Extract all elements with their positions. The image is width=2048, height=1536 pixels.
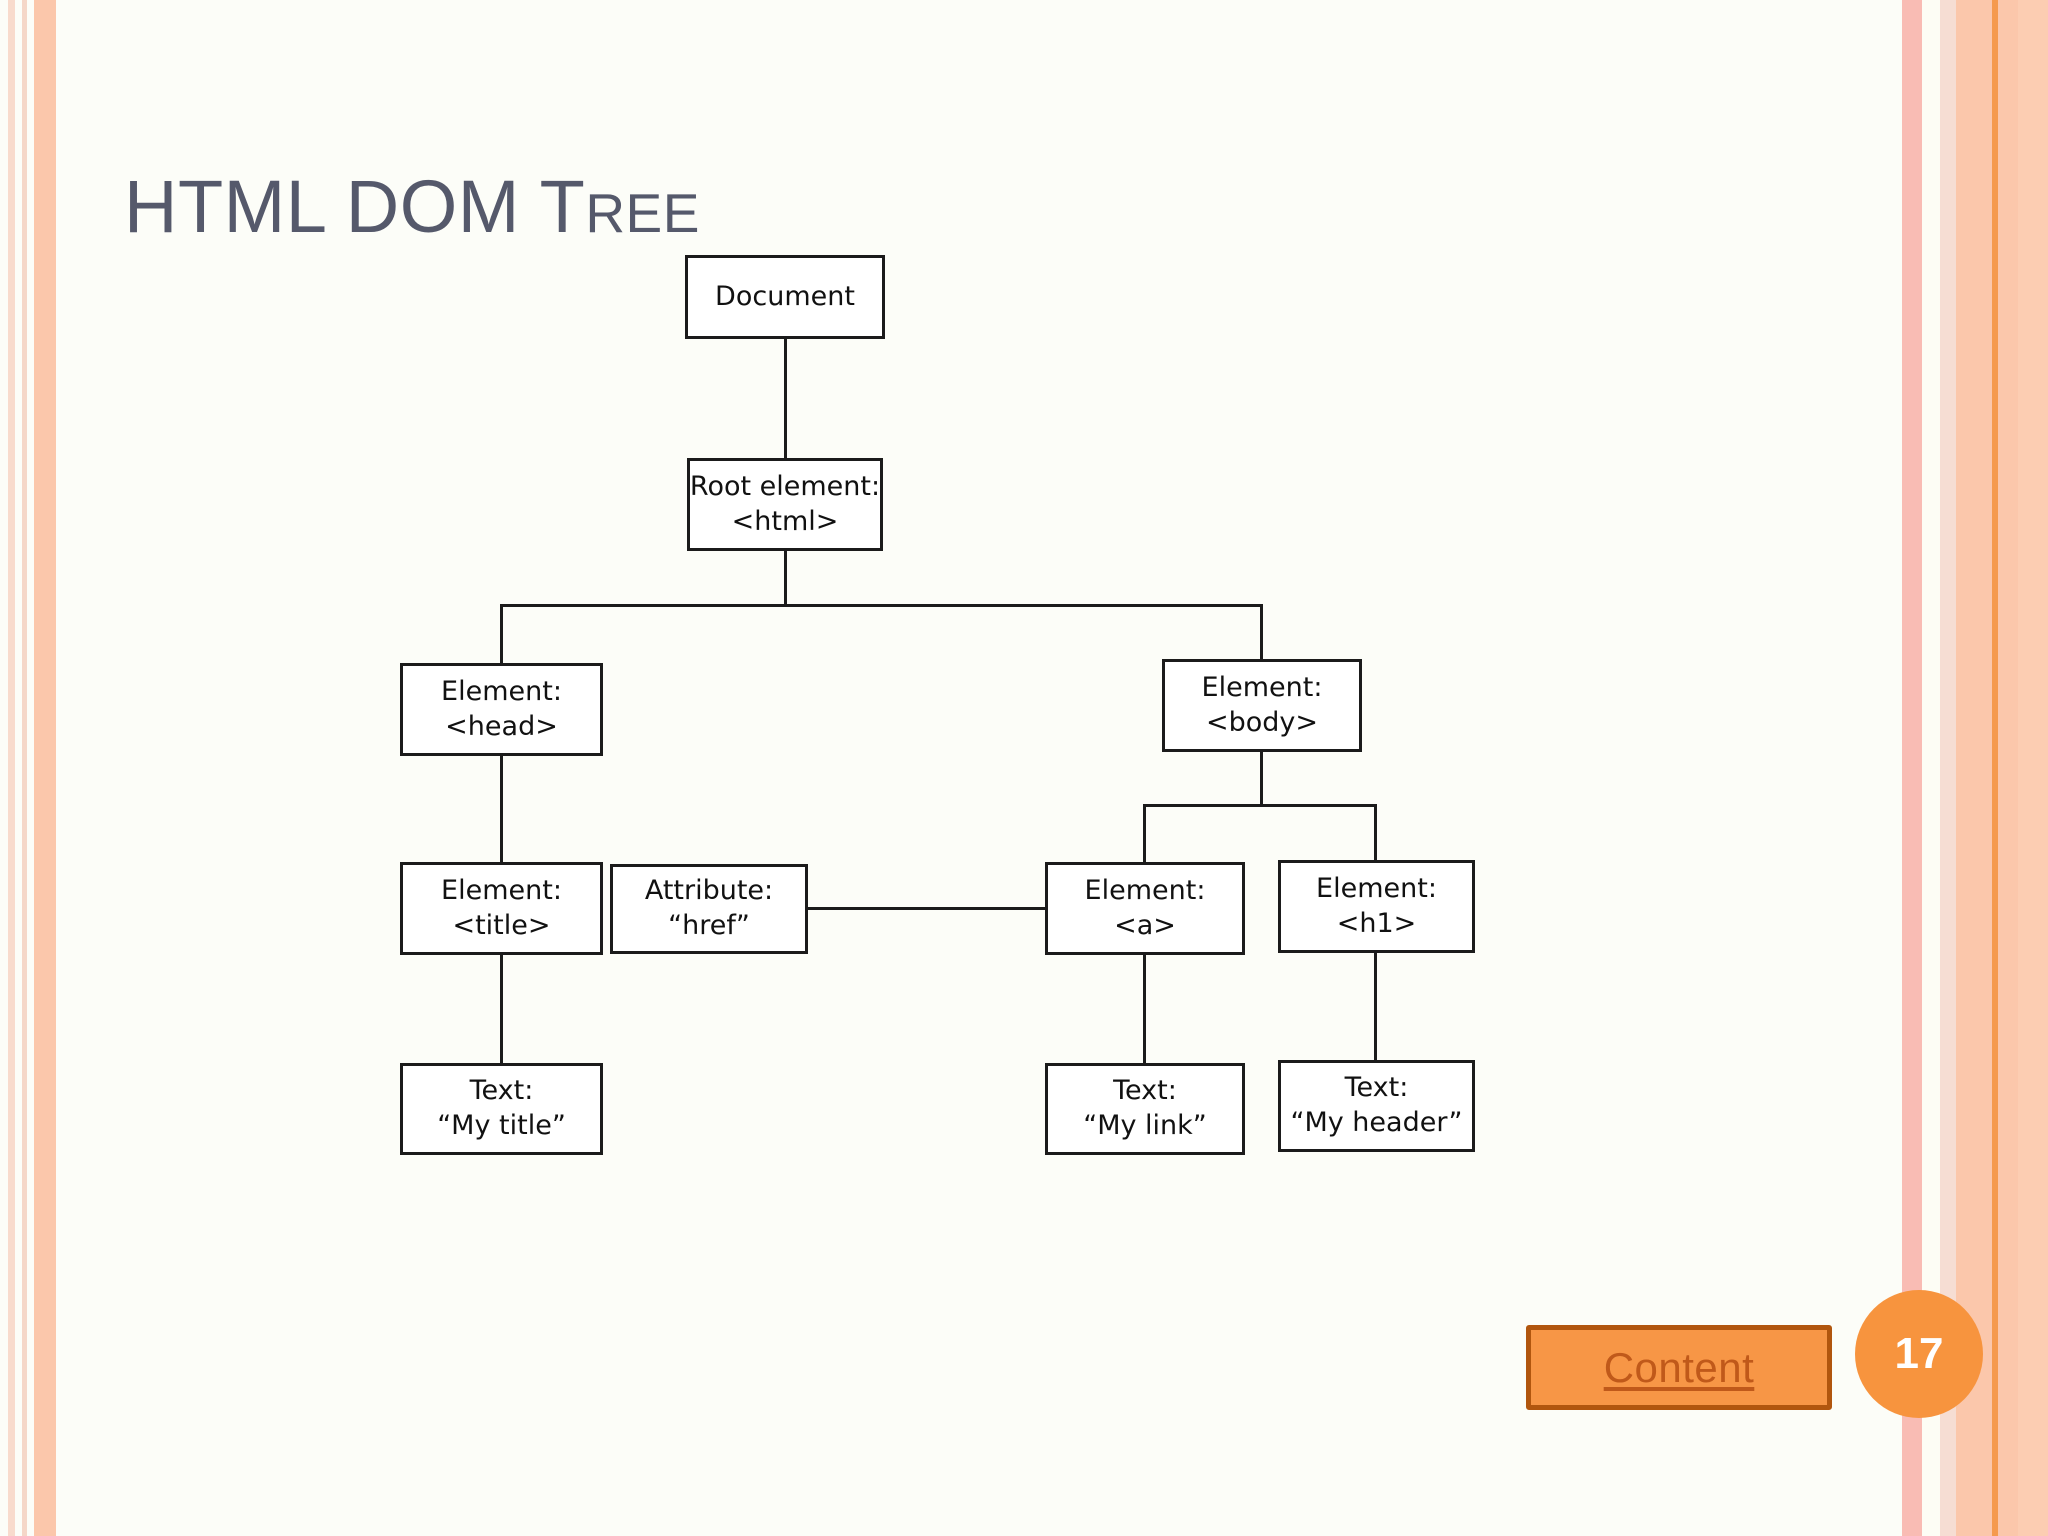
node-element-head-line2: <head> bbox=[445, 710, 558, 742]
node-text-my-link: Text: “My link” bbox=[1045, 1063, 1245, 1155]
content-button-label: Content bbox=[1603, 1343, 1755, 1391]
right-border-stripe-3 bbox=[1940, 0, 1956, 1536]
node-document: Document bbox=[685, 255, 885, 339]
page-number-badge: 17 bbox=[1855, 1290, 1983, 1418]
left-border-stripe-3 bbox=[34, 0, 56, 1536]
node-document-line1: Document bbox=[715, 280, 855, 312]
right-border-stripe-1 bbox=[1902, 0, 1922, 1536]
right-border-stripe-5 bbox=[1992, 0, 1998, 1536]
node-element-a-line2: <a> bbox=[1114, 909, 1176, 941]
left-border-stripe-2 bbox=[22, 0, 27, 1536]
page-title: HTML DOM TREE bbox=[124, 169, 700, 244]
node-element-h1-line2: <h1> bbox=[1336, 907, 1417, 939]
right-border-stripe-4 bbox=[1956, 0, 1992, 1536]
right-border-stripe-7 bbox=[2018, 0, 2048, 1536]
edge-body-bar bbox=[1143, 804, 1377, 807]
node-element-h1: Element: <h1> bbox=[1278, 860, 1475, 953]
edge-html-to-body bbox=[1260, 604, 1263, 659]
node-root-html-line1: Root element: bbox=[689, 470, 881, 502]
node-text-my-header: Text: “My header” bbox=[1278, 1060, 1475, 1152]
node-element-title-line1: Element: bbox=[441, 874, 562, 906]
node-element-head: Element: <head> bbox=[400, 663, 603, 756]
page-title-main: HTML DOM T bbox=[124, 164, 586, 248]
node-element-title: Element: <title> bbox=[400, 862, 603, 955]
node-root-html-line2: <html> bbox=[731, 505, 839, 537]
node-text-my-title-line2: “My title” bbox=[437, 1110, 566, 1141]
edge-html-bar bbox=[500, 604, 1263, 607]
edge-title-text bbox=[500, 955, 503, 1063]
node-element-title-line2: <title> bbox=[452, 909, 551, 941]
node-root-html: Root element: <html> bbox=[687, 458, 883, 551]
node-attribute-href: Attribute: “href” bbox=[610, 864, 808, 954]
page-number: 17 bbox=[1894, 1329, 1944, 1378]
node-element-a-line1: Element: bbox=[1084, 874, 1206, 906]
right-border-stripe-6 bbox=[1998, 0, 2018, 1536]
content-button[interactable]: Content bbox=[1526, 1325, 1832, 1410]
node-element-h1-line1: Element: bbox=[1316, 872, 1437, 904]
edge-head-title bbox=[500, 756, 503, 862]
edge-document-html bbox=[784, 339, 787, 458]
edge-body-drop bbox=[1260, 752, 1263, 804]
edge-href-anchor bbox=[808, 907, 1045, 910]
left-border-stripe-1 bbox=[8, 0, 15, 1536]
node-text-my-header-line2: “My header” bbox=[1290, 1107, 1463, 1138]
edge-html-drop bbox=[784, 551, 787, 604]
node-attribute-href-line1: Attribute: bbox=[644, 875, 774, 907]
node-element-body-line2: <body> bbox=[1205, 706, 1319, 738]
node-text-my-link-line1: Text: bbox=[1113, 1075, 1177, 1107]
node-element-body-line1: Element: bbox=[1201, 671, 1323, 703]
node-element-body: Element: <body> bbox=[1162, 659, 1362, 752]
node-text-my-header-line1: Text: bbox=[1344, 1072, 1409, 1104]
node-attribute-href-line2: “href” bbox=[668, 910, 750, 941]
edge-html-to-head bbox=[500, 604, 503, 663]
node-element-a: Element: <a> bbox=[1045, 862, 1245, 955]
page-title-smallcaps: REE bbox=[585, 181, 700, 244]
right-border-stripe-2 bbox=[1922, 0, 1940, 1536]
node-element-head-line1: Element: bbox=[441, 675, 562, 707]
node-text-my-title: Text: “My title” bbox=[400, 1063, 603, 1155]
edge-h1-text bbox=[1374, 953, 1377, 1060]
edge-body-to-anchor bbox=[1143, 804, 1146, 862]
edge-anchor-text bbox=[1143, 955, 1146, 1063]
node-text-my-title-line1: Text: bbox=[469, 1075, 534, 1107]
edge-body-to-h1 bbox=[1374, 804, 1377, 860]
node-text-my-link-line2: “My link” bbox=[1083, 1110, 1207, 1141]
dom-tree-diagram: Document Root element: <html> Element: <… bbox=[400, 255, 1690, 1215]
